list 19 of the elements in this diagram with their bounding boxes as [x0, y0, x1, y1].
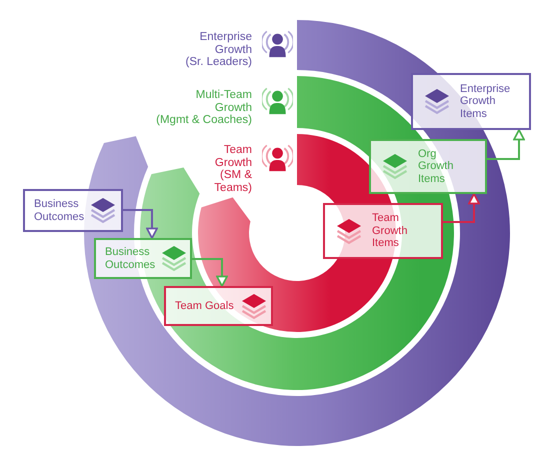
box-label: Team Growth Items [372, 212, 408, 250]
item-box [369, 139, 487, 194]
arrow [192, 258, 228, 287]
box-label: Business Outcomes [105, 246, 156, 271]
box-label: Org Growth Items [418, 148, 454, 186]
box-label: Enterprise Growth Items [460, 82, 512, 120]
item-box [323, 203, 443, 259]
box-label: Team Goals [175, 300, 235, 312]
ring-label: Enterprise Growth (Sr. Leaders) [186, 31, 252, 68]
arrow [443, 193, 480, 223]
item-box [411, 73, 531, 130]
item-box [164, 286, 273, 326]
arrow [487, 129, 525, 160]
arrow [123, 209, 158, 239]
item-box [23, 189, 123, 232]
ring-label: Team Growth (SM & Teams) [213, 144, 252, 194]
item-box [94, 238, 192, 279]
ring-label: Multi-Team Growth (Mgmt & Coaches) [156, 89, 252, 126]
box-label: Business Outcomes [34, 198, 86, 223]
